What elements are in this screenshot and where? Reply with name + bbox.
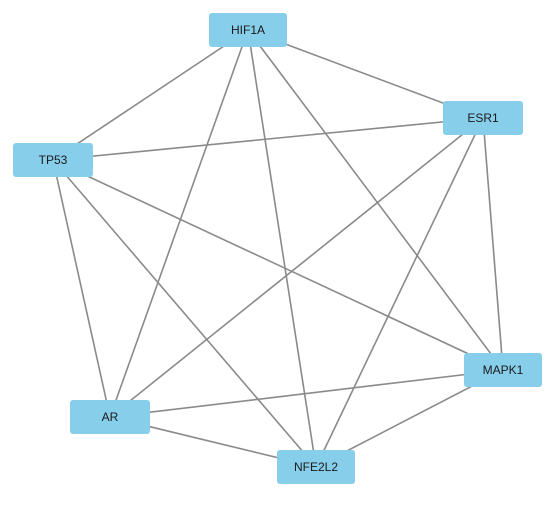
node-label: NFE2L2 — [294, 460, 338, 474]
edge-tp53-mapk1 — [52, 159, 504, 371]
node-hif1a[interactable]: HIF1A — [209, 13, 287, 47]
node-label: TP53 — [39, 153, 68, 167]
edge-esr1-nfe2l2 — [315, 117, 484, 468]
node-label: HIF1A — [231, 23, 265, 37]
edge-tp53-ar — [52, 159, 111, 418]
edge-hif1a-tp53 — [52, 29, 249, 161]
edge-mapk1-ar — [109, 369, 504, 418]
node-ar[interactable]: AR — [70, 400, 150, 434]
node-box[interactable] — [277, 450, 355, 484]
node-tp53[interactable]: TP53 — [13, 143, 93, 177]
node-box[interactable] — [13, 143, 93, 177]
node-mapk1[interactable]: MAPK1 — [464, 353, 542, 387]
edge-hif1a-mapk1 — [247, 29, 504, 371]
node-box[interactable] — [209, 13, 287, 47]
node-label: ESR1 — [467, 111, 499, 125]
node-box[interactable] — [70, 400, 150, 434]
node-nfe2l2[interactable]: NFE2L2 — [277, 450, 355, 484]
node-esr1[interactable]: ESR1 — [443, 101, 523, 135]
node-box[interactable] — [443, 101, 523, 135]
edge-esr1-mapk1 — [482, 117, 504, 371]
edge-hif1a-ar — [109, 29, 249, 418]
edge-esr1-tp53 — [52, 117, 484, 161]
edge-hif1a-nfe2l2 — [247, 29, 317, 468]
node-label: MAPK1 — [483, 363, 524, 377]
node-label: AR — [102, 410, 119, 424]
edge-esr1-ar — [109, 117, 484, 418]
edge-tp53-nfe2l2 — [52, 159, 317, 468]
node-box[interactable] — [464, 353, 542, 387]
